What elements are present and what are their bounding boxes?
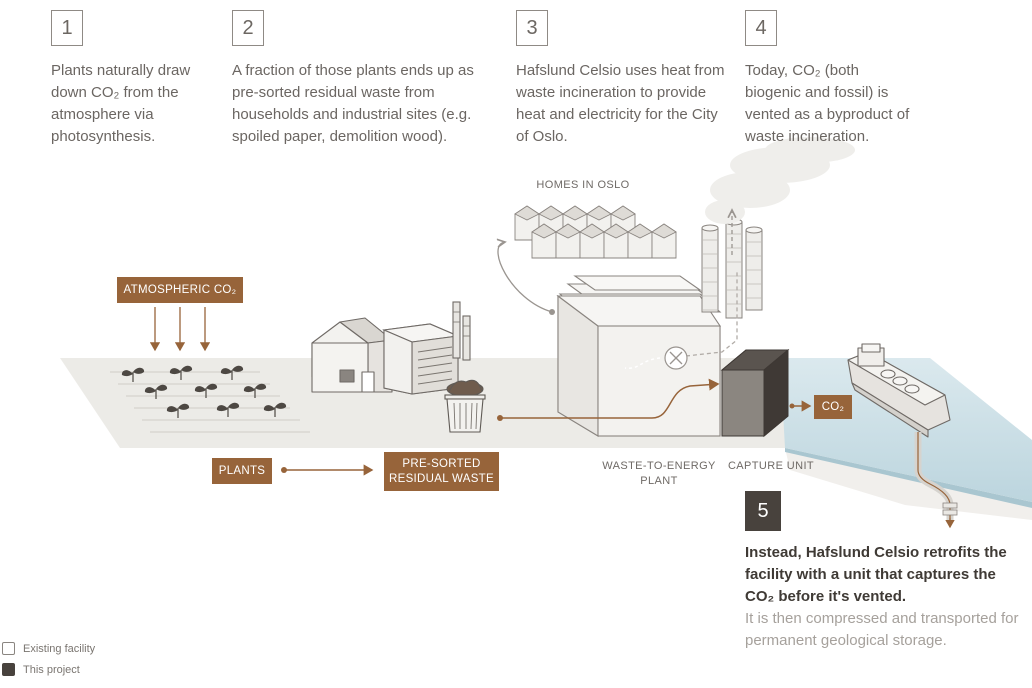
heat-arrow [498,242,553,313]
trash-can-icon [444,379,486,433]
ship-icon [847,343,951,438]
seedling-icon [194,383,218,398]
seedling-icon [243,383,267,398]
seedling-icon [166,403,190,418]
wte-plant-caption: WASTE-TO-ENERGY PLANT [602,460,716,487]
atmospheric-co2-label: ATMOSPHERIC CO₂ [117,277,243,303]
step-2: 2 A fraction of those plants ends up as … [232,10,494,148]
step-5-strong-text: Instead, Hafslund Celsio retrofits the f… [745,544,1007,605]
capture-unit-caption: CAPTURE UNIT [727,460,815,472]
storage-pipe [914,432,958,529]
step-description: Plants naturally draw down CO₂ from the … [51,62,191,145]
sea [780,358,1032,520]
chimney-icon [745,226,763,311]
legend-swatch-this-project [2,663,15,676]
step-number: 4 [745,10,777,46]
home-icon [651,223,677,259]
step-number: 3 [516,10,548,46]
step-description: Hafslund Celsio uses heat from waste inc… [516,62,725,145]
waste-flow-arrow [500,378,720,419]
legend-label: Existing facility [23,642,96,655]
step-5-number: 5 [745,491,781,531]
step-1: 1 Plants naturally draw down CO₂ from th… [51,10,221,148]
step-5-light-text: It is then compressed and transported fo… [745,610,1019,649]
legend-this-project: This project [2,663,80,676]
home-icon [627,223,653,259]
step-4: 4 Today, CO₂ (both biogenic and fossil) … [745,10,917,148]
seedlings [121,365,287,418]
seedling-icon [169,365,193,380]
step-description: Today, CO₂ (both biogenic and fossil) is… [745,62,910,145]
house-icon [311,317,393,393]
homes-icon [514,205,677,259]
home-icon [531,223,557,259]
legend-swatch-existing [2,642,15,655]
seedling-icon [121,367,145,382]
residual-waste-label: PRE-SORTED RESIDUAL WASTE [384,452,499,491]
capture-unit-box [720,348,790,438]
steam [705,137,855,224]
atmospheric-arrows [149,307,211,352]
chimney-icon [725,218,743,319]
chimney-icon [701,224,719,313]
homes-caption: HOMES IN OSLO [536,179,630,191]
legend-label: This project [23,663,80,676]
legend-existing-facility: Existing facility [2,642,95,655]
step-number: 1 [51,10,83,46]
wte-plant-building [556,275,722,437]
step-number: 2 [232,10,264,46]
co2-label: CO₂ [814,395,852,419]
flue-gas-flow [624,210,738,370]
plants-label: PLANTS [212,458,272,484]
home-icon [555,223,581,259]
seedling-icon [220,365,244,380]
step-3: 3 Hafslund Celsio uses heat from waste i… [516,10,728,148]
seedling-icon [263,402,287,417]
industrial-building-icon [381,301,471,395]
step-description: A fraction of those plants ends up as pr… [232,62,474,145]
step-5-description: Instead, Hafslund Celsio retrofits the f… [745,542,1027,652]
home-icon [579,223,605,259]
home-icon [603,223,629,259]
seedling-icon [216,402,240,417]
seedling-icon [144,384,168,399]
